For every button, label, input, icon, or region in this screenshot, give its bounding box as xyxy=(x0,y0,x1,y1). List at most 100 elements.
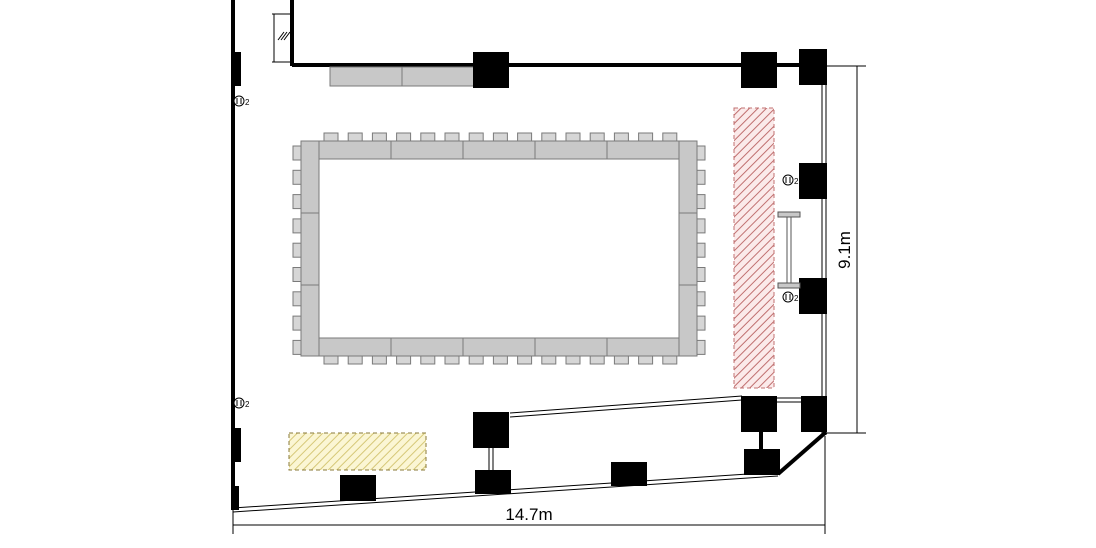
table-segment xyxy=(534,140,608,160)
chair xyxy=(292,291,302,307)
pillar xyxy=(741,52,777,88)
chair xyxy=(292,315,302,331)
chair xyxy=(696,194,706,210)
door-icon xyxy=(272,13,292,63)
pillar xyxy=(231,486,239,510)
chair xyxy=(292,267,302,282)
table-segment xyxy=(300,284,320,357)
outlet-icon: 2 xyxy=(782,174,799,186)
outlet-label: 2 xyxy=(794,177,799,186)
chair xyxy=(420,132,436,142)
table-segment xyxy=(462,337,536,357)
screen-stand xyxy=(777,211,801,289)
depth-label: 9.1m xyxy=(835,231,854,269)
chair xyxy=(468,355,484,365)
conference-table xyxy=(300,140,698,357)
pillar xyxy=(741,396,777,432)
chair xyxy=(292,218,302,234)
chair xyxy=(292,242,302,258)
width-label: 14.7m xyxy=(505,505,552,524)
table-segment xyxy=(678,212,698,286)
stage-area xyxy=(733,107,775,389)
table-segment xyxy=(300,140,320,214)
pillar xyxy=(801,396,827,432)
table-segment xyxy=(462,140,536,160)
chair xyxy=(565,355,581,365)
chair xyxy=(613,132,629,142)
pillar xyxy=(231,428,241,462)
table-segment xyxy=(318,337,392,357)
chair xyxy=(696,267,706,282)
outlet-markers: 2 2 2 2 xyxy=(233,95,799,409)
table-segment xyxy=(606,337,680,357)
partition-a xyxy=(509,395,743,414)
reception-area xyxy=(288,432,427,471)
chair xyxy=(565,132,581,142)
outlet-icon: 2 xyxy=(233,397,250,409)
width-dimension: 14.7m xyxy=(232,436,826,534)
chair xyxy=(589,355,605,365)
pillar xyxy=(473,52,509,88)
chair xyxy=(396,355,412,365)
depth-dimension: 9.1m xyxy=(826,65,866,434)
outlet-icon: 2 xyxy=(782,291,799,303)
chair xyxy=(613,355,629,365)
chair xyxy=(492,132,508,142)
table-segment xyxy=(678,140,698,214)
pillar xyxy=(799,163,827,199)
pillar xyxy=(473,412,509,448)
outlet-label: 2 xyxy=(245,98,250,107)
pillar xyxy=(799,49,827,85)
chair xyxy=(292,169,302,185)
corner-wall xyxy=(776,430,828,476)
chair xyxy=(662,132,678,142)
chair xyxy=(444,355,460,365)
chair xyxy=(444,132,460,142)
table-segment xyxy=(390,337,464,357)
walls xyxy=(231,0,828,513)
chair xyxy=(696,145,706,161)
pillar xyxy=(799,278,827,314)
chair xyxy=(292,145,302,161)
chair xyxy=(292,339,302,355)
table-segment xyxy=(534,337,608,357)
table-segment xyxy=(678,284,698,357)
chair xyxy=(323,355,339,365)
pillar xyxy=(340,475,376,501)
pillar xyxy=(231,52,241,86)
chair xyxy=(347,355,363,365)
chair xyxy=(292,194,302,210)
chair xyxy=(517,132,533,142)
chair xyxy=(396,132,412,142)
table-segment xyxy=(390,140,464,160)
chair xyxy=(638,132,654,142)
outlet-label: 2 xyxy=(245,400,250,409)
wall-counter xyxy=(329,66,475,87)
chair xyxy=(696,218,706,234)
chair xyxy=(323,132,339,142)
chair xyxy=(541,132,557,142)
chair xyxy=(696,242,706,258)
chair xyxy=(696,315,706,331)
chair xyxy=(541,355,557,365)
chair xyxy=(492,355,508,365)
chair xyxy=(371,132,387,142)
pillar xyxy=(475,470,511,494)
chair xyxy=(696,169,706,185)
chair xyxy=(517,355,533,365)
chair xyxy=(662,355,678,365)
pillar xyxy=(744,449,780,475)
chair xyxy=(371,355,387,365)
outlet-icon: 2 xyxy=(233,95,250,107)
chair xyxy=(420,355,436,365)
table-segment xyxy=(300,212,320,286)
chair xyxy=(589,132,605,142)
pillars xyxy=(231,49,827,510)
pillar xyxy=(611,462,647,486)
table-segment xyxy=(318,140,392,160)
chair xyxy=(347,132,363,142)
chair xyxy=(468,132,484,142)
partition-b xyxy=(509,399,743,418)
chair xyxy=(696,291,706,307)
